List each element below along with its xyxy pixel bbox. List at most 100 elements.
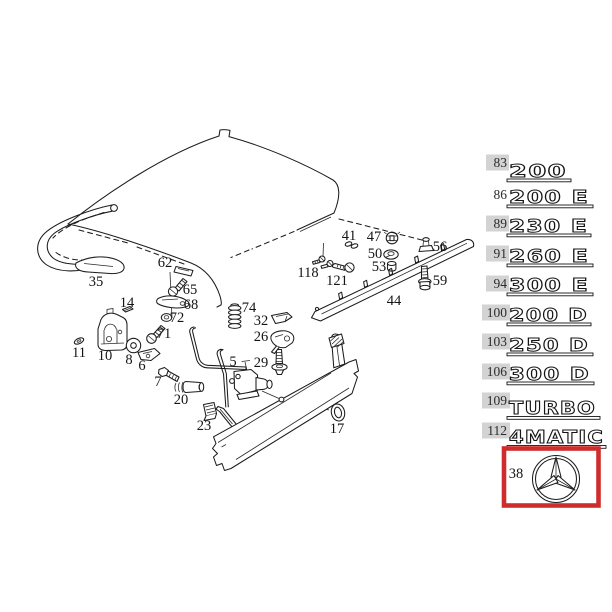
part-label-44[interactable]: 44 [387, 293, 402, 309]
badge-row-86[interactable]: 86 200 E [494, 187, 594, 209]
part-10-hinge-bracket[interactable] [97, 308, 128, 352]
part-65-screw[interactable] [167, 277, 188, 297]
part-44-trim-strip[interactable] [310, 238, 475, 322]
trunk-lid[interactable] [67, 129, 340, 319]
part-label-32[interactable]: 32 [254, 313, 269, 329]
part-label-11[interactable]: 11 [72, 345, 86, 361]
part-29-bolt[interactable] [271, 348, 288, 376]
badge-row-103[interactable]: 103 250 D [482, 333, 594, 357]
part-label-20[interactable]: 20 [174, 392, 189, 408]
badge-row-91[interactable]: 91 260 E [486, 245, 594, 268]
part-71-screw[interactable] [146, 324, 166, 344]
part-121-screw[interactable] [331, 262, 355, 273]
badge-ref[interactable]: 83 [494, 155, 508, 170]
badge-row-83[interactable]: 83 200 [486, 154, 572, 183]
part-label-17[interactable]: 17 [330, 421, 345, 437]
badge-base-bar [506, 292, 594, 297]
part-label-72[interactable]: 72 [170, 310, 185, 326]
part-59-screw[interactable] [418, 265, 432, 291]
hatched-pad[interactable] [328, 333, 345, 349]
badge-emblem-text: TURBO [509, 399, 596, 419]
part-56-pin[interactable] [418, 237, 435, 253]
part-20-lock-cylinder[interactable] [174, 380, 205, 394]
badge-ref[interactable]: 100 [487, 305, 508, 320]
badge-row-112[interactable]: 112 4MATIC [482, 422, 607, 449]
badge-ref[interactable]: 91 [494, 246, 508, 261]
part-14-clip[interactable] [121, 305, 134, 313]
badge-row-89[interactable]: 89 230 E [486, 215, 592, 238]
part-label-7[interactable]: 7 [154, 374, 161, 390]
part-74-spring[interactable] [227, 303, 242, 329]
part-label-35[interactable]: 35 [89, 274, 104, 290]
part-label-50[interactable]: 50 [368, 246, 383, 262]
selection-red-box[interactable] [501, 446, 601, 508]
part-label-62[interactable]: 62 [158, 255, 173, 271]
part-label-14[interactable]: 14 [120, 295, 135, 311]
part-label-121[interactable]: 121 [326, 273, 348, 289]
part-68[interactable] [156, 295, 190, 309]
part-label-41[interactable]: 41 [342, 228, 357, 244]
part-label-8[interactable]: 8 [125, 352, 132, 368]
badge-ref[interactable]: 103 [487, 334, 508, 349]
part-26-latch-hook[interactable] [270, 330, 295, 355]
badge-ref[interactable]: 109 [487, 393, 508, 408]
badge-row-109[interactable]: 109 TURBO [482, 392, 601, 420]
part-label-118[interactable]: 118 [297, 265, 318, 281]
part-118-screws[interactable] [311, 255, 334, 269]
badge-list: 83 200 86 200 E 89 230 E 91 260 E 94 300… [482, 154, 607, 449]
part-7-bolt[interactable] [157, 366, 180, 383]
badge-row-106[interactable]: 106 300 D [482, 363, 595, 386]
badge-row-100[interactable]: 100 200 D [482, 304, 592, 327]
highlight-box [482, 363, 510, 380]
badge-ref[interactable]: 89 [494, 216, 508, 231]
part-label-56[interactable]: 56 [433, 239, 448, 255]
lock-rod-a[interactable] [189, 326, 247, 371]
part-label-23[interactable]: 23 [197, 418, 212, 434]
part-label-29[interactable]: 29 [254, 355, 269, 371]
part-label-10[interactable]: 10 [98, 348, 113, 364]
part-6-bracket[interactable] [137, 347, 161, 362]
part-label-53[interactable]: 53 [372, 259, 387, 275]
part-label-68[interactable]: 68 [184, 297, 199, 313]
badge-ref[interactable]: 112 [487, 423, 507, 438]
part-label-5[interactable]: 5 [229, 354, 236, 370]
part-23-pad[interactable] [202, 401, 218, 422]
badge-ref[interactable]: 106 [487, 364, 508, 379]
weatherstrip-corner[interactable] [37, 204, 118, 272]
badge-ref[interactable]: 94 [494, 276, 508, 291]
badge-row-94[interactable]: 94 300 E [486, 275, 594, 297]
rear-panel[interactable] [211, 333, 360, 472]
part-label-26[interactable]: 26 [254, 329, 269, 345]
part-8-roller[interactable] [125, 337, 142, 354]
part-35[interactable] [75, 256, 125, 275]
part-53-nut[interactable] [386, 260, 397, 272]
badge-base-bar [506, 263, 594, 268]
highlight-box [482, 422, 510, 439]
badge-emblem-text: 200 E [509, 188, 589, 208]
badge-emblem-text: 4MATIC [509, 428, 604, 448]
part-50-grommet[interactable] [383, 249, 399, 260]
part-label-71[interactable]: 71 [157, 326, 172, 342]
part-17-grommet-ring[interactable] [330, 403, 347, 423]
badge-ref[interactable]: 86 [494, 187, 508, 202]
part-41-clip[interactable] [344, 241, 359, 249]
part-label-6[interactable]: 6 [138, 358, 145, 374]
part-label-59[interactable]: 59 [433, 273, 448, 289]
part-label-74[interactable]: 74 [242, 300, 257, 316]
mercedes-star-icon [531, 454, 581, 504]
badge-emblem-text: 230 E [509, 217, 588, 237]
highlight-box [482, 392, 510, 409]
corner-trim-strip[interactable] [215, 405, 238, 429]
part-label-38[interactable]: 38 [509, 466, 524, 482]
part-label-47[interactable]: 47 [367, 229, 382, 245]
lock-rod-b-part-5[interactable] [216, 348, 229, 408]
part-72-grommet[interactable] [160, 313, 173, 322]
part-11-wingnut[interactable] [73, 337, 85, 346]
part-47-plug[interactable] [383, 231, 401, 245]
part-label-65[interactable]: 65 [183, 282, 198, 298]
badge-emblem-text: 250 D [509, 336, 589, 356]
badge-base-bar [506, 381, 595, 386]
part-32-bracket[interactable] [270, 311, 293, 325]
part-62[interactable] [173, 265, 194, 277]
selected-star-emblem[interactable]: 38 [501, 446, 601, 508]
